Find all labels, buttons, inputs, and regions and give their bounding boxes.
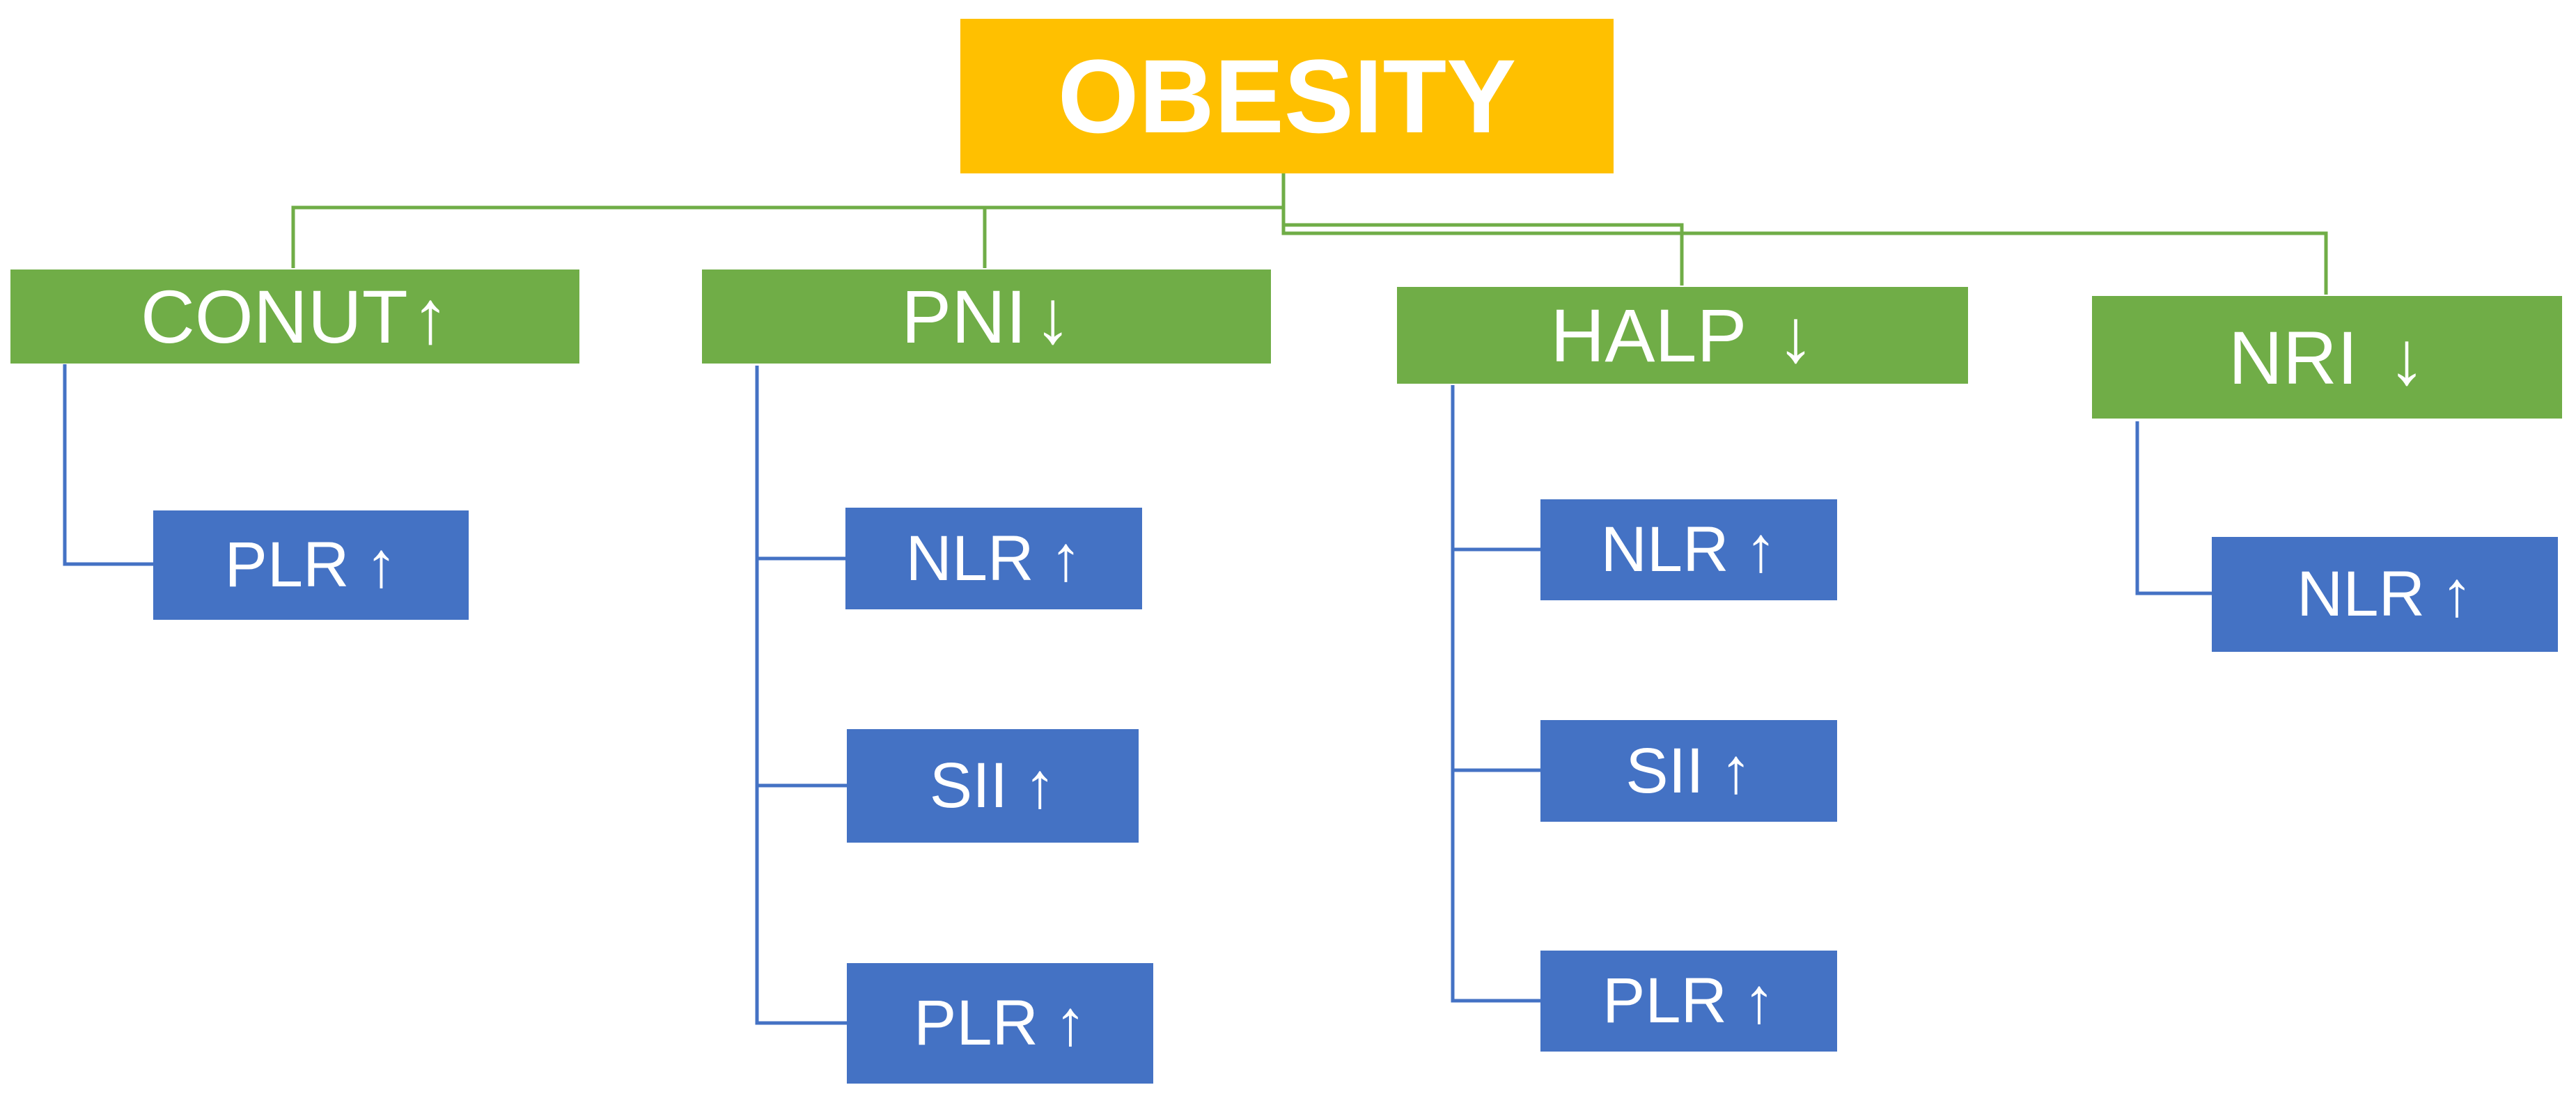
root-node-obesity: OBESITY	[960, 19, 1614, 173]
up-arrow-icon: ↑	[1744, 514, 1777, 585]
connector-root-conut	[291, 171, 1286, 268]
indicator-pni-plr: PLR↑	[847, 963, 1153, 1084]
indicator-halp-nlr: NLR↑	[1540, 499, 1837, 600]
up-arrow-icon: ↑	[2441, 559, 2474, 630]
indicator-label: PLR	[1602, 965, 1727, 1036]
up-arrow-icon: ↑	[412, 274, 450, 359]
indicator-nri-nlr: NLR↑	[2212, 537, 2558, 652]
indicator-pni-nlr: NLR↑	[845, 508, 1142, 609]
indicator-conut-plr: PLR↑	[153, 510, 469, 620]
category-pni: PNI↓	[702, 270, 1271, 364]
connector-pni-items	[755, 366, 848, 1025]
down-arrow-icon: ↓	[1777, 293, 1815, 377]
connector-halp-items	[1451, 385, 1541, 1003]
connector-root-nri	[1281, 225, 2328, 295]
down-arrow-icon: ↓	[1033, 274, 1072, 359]
category-label: CONUT	[140, 274, 408, 359]
category-label: PNI	[901, 274, 1027, 359]
indicator-label: SII	[1625, 735, 1704, 806]
category-label: HALP	[1550, 293, 1747, 377]
indicator-label: PLR	[224, 529, 350, 600]
connector-nri-nlr	[2135, 421, 2212, 595]
indicator-label: SII	[929, 750, 1008, 821]
up-arrow-icon: ↑	[1742, 965, 1775, 1036]
category-label: NRI	[2228, 315, 2358, 400]
up-arrow-icon: ↑	[1049, 522, 1082, 594]
indicator-label: NLR	[2296, 559, 2426, 630]
up-arrow-icon: ↑	[1024, 750, 1056, 821]
up-arrow-icon: ↑	[365, 529, 398, 600]
up-arrow-icon: ↑	[1054, 987, 1086, 1059]
up-arrow-icon: ↑	[1719, 735, 1752, 806]
indicator-halp-sii: SII↑	[1540, 720, 1837, 822]
indicator-label: PLR	[914, 987, 1038, 1059]
connector-conut-plr	[63, 364, 155, 566]
root-label: OBESITY	[1057, 37, 1517, 155]
indicator-label: NLR	[1600, 514, 1729, 585]
category-halp: HALP ↓	[1397, 287, 1968, 384]
category-nri: NRI ↓	[2092, 296, 2562, 419]
indicator-label: NLR	[905, 522, 1034, 594]
indicator-pni-sii: SII↑	[847, 729, 1139, 843]
connector-root-halp	[1281, 208, 1684, 286]
indicator-halp-plr: PLR↑	[1540, 951, 1837, 1052]
down-arrow-icon: ↓	[2388, 315, 2426, 400]
category-conut: CONUT↑	[10, 270, 579, 364]
